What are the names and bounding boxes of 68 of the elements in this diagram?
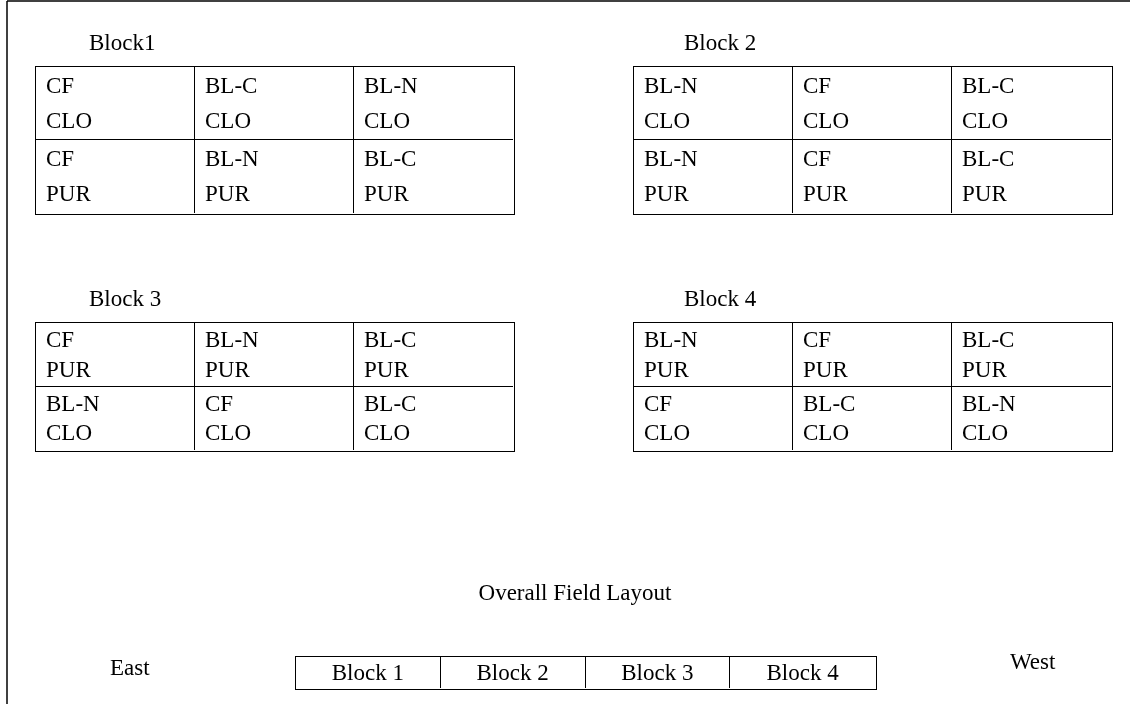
cell-text: PUR [644, 355, 690, 384]
cell-text: BL-N [644, 326, 699, 354]
cell-text: CLO [803, 419, 850, 448]
cell-text: Block 2 [475, 659, 550, 687]
cell-text: BL-C [803, 389, 857, 418]
cell-text: PUR [644, 179, 690, 208]
plot-cell [634, 67, 793, 140]
cell-text: BL-C [962, 145, 1016, 173]
plot-cell [793, 67, 952, 140]
cell-text: PUR [46, 179, 92, 208]
cell-text: PUR [803, 355, 849, 384]
cell-text: BL-N [205, 326, 260, 354]
cell-text: CF [46, 72, 76, 100]
block-heading: Block 2 [684, 30, 757, 56]
cell-text: BL-C [364, 326, 418, 354]
plot-cell [36, 323, 195, 387]
cell-text: CLO [205, 106, 252, 135]
cell-text: CF [46, 145, 76, 173]
direction-label: West [1010, 649, 1056, 675]
cell-text: BL-N [46, 389, 101, 418]
cell-text: Block 3 [620, 659, 695, 687]
block-heading: Block 3 [89, 286, 162, 312]
plot-cell [195, 67, 354, 140]
block-heading: Block1 [89, 30, 156, 56]
cell-text: Block 1 [330, 659, 405, 687]
cell-text: CLO [644, 106, 691, 135]
cell-text: BL-N [205, 145, 260, 173]
cell-text: CF [803, 326, 833, 354]
cell-text: CF [644, 389, 674, 418]
cell-text: CLO [644, 419, 691, 448]
cell-text: BL-C [962, 326, 1016, 354]
cell-text: Block 4 [765, 659, 840, 687]
cell-text: CLO [803, 106, 850, 135]
cell-text: CLO [962, 106, 1009, 135]
cell-text: BL-N [962, 389, 1017, 418]
cell-text: CF [803, 72, 833, 100]
cell-text: BL-N [644, 72, 699, 100]
cell-text: BL-N [364, 72, 419, 100]
cell-text: CLO [46, 106, 93, 135]
cell-text: CF [205, 389, 235, 418]
cell-text: BL-C [364, 145, 418, 173]
cell-text: BL-C [962, 72, 1016, 100]
cell-text: PUR [364, 179, 410, 208]
cell-text: BL-N [644, 145, 699, 173]
cell-text: PUR [46, 355, 92, 384]
layout-title: Overall Field Layout [478, 580, 672, 606]
cell-text: CLO [962, 419, 1009, 448]
cell-text: CF [46, 326, 76, 354]
cell-text: BL-C [364, 389, 418, 418]
block-heading: Block 4 [684, 286, 757, 312]
cell-text: CLO [364, 106, 411, 135]
cell-text: PUR [803, 179, 849, 208]
cell-text: PUR [962, 355, 1008, 384]
cell-text: CF [803, 145, 833, 173]
plot-cell [634, 323, 793, 387]
plot-cell [793, 323, 952, 387]
direction-label: East [110, 655, 150, 681]
plot-cell [36, 67, 195, 140]
cell-text: BL-C [205, 72, 259, 100]
plot-cell [195, 323, 354, 387]
cell-text: PUR [962, 179, 1008, 208]
cell-text: PUR [364, 355, 410, 384]
cell-text: CLO [46, 419, 93, 448]
cell-text: PUR [205, 179, 251, 208]
cell-text: CLO [205, 419, 252, 448]
field-layout-strip [295, 656, 877, 690]
cell-text: CLO [364, 419, 411, 448]
cell-text: PUR [205, 355, 251, 384]
